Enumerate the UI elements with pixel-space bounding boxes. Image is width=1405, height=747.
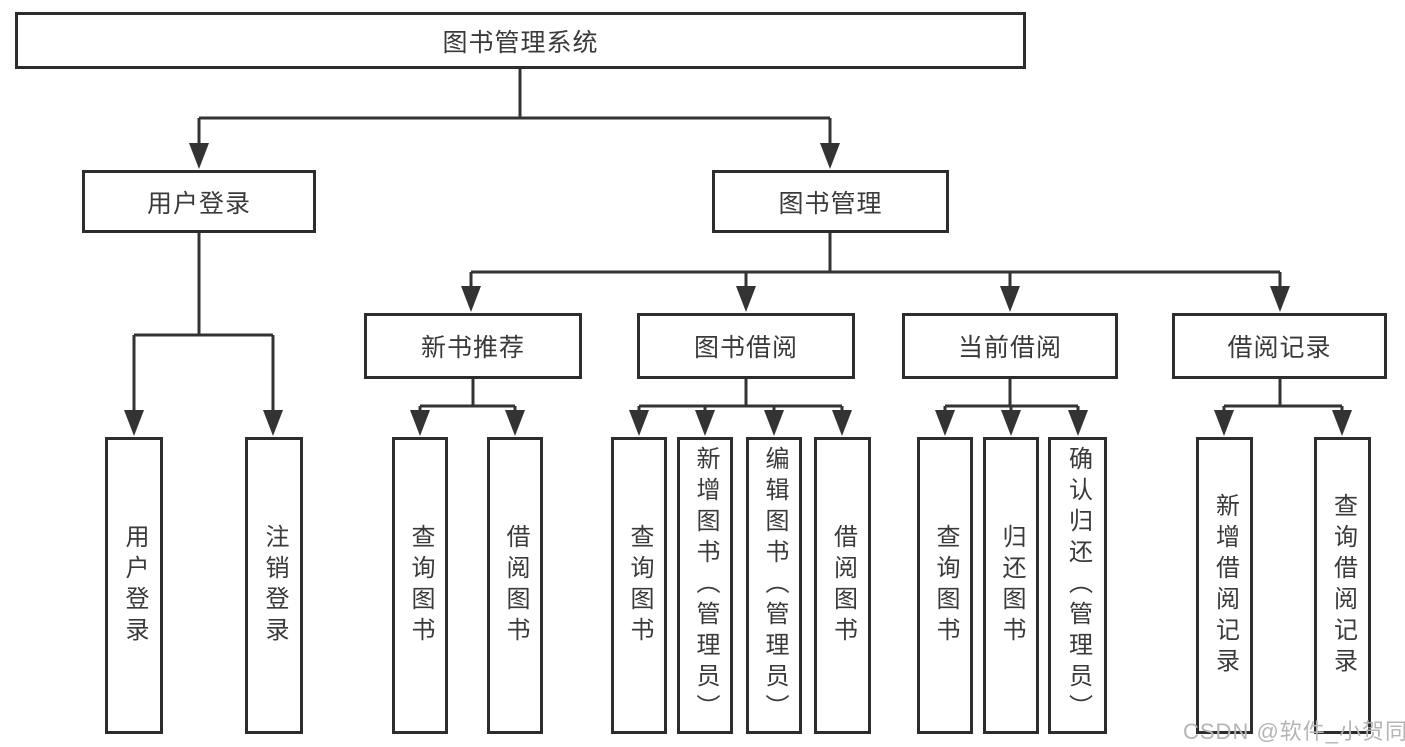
watermark: CSDN @软件_小贺同学 — [1183, 719, 1405, 744]
leaf-user-login-label: 用户登录 — [121, 523, 148, 648]
leaf-add-books-admin-label: 新增图书（管理员） — [692, 446, 719, 725]
leaf-query-borrow-record-label: 查询借阅记录 — [1329, 492, 1357, 679]
node-book-management: 图书管理 — [712, 170, 949, 233]
leaf-borrow-books-label: 借阅图书 — [829, 523, 857, 648]
node-book-borrow: 图书借阅 — [637, 313, 855, 379]
node-current-borrow: 当前借阅 — [902, 313, 1118, 379]
leaf-add-books-admin: 新增图书（管理员） — [677, 437, 733, 734]
node-new-book-recommend: 新书推荐 — [364, 313, 582, 379]
leaf-confirm-return-admin: 确认归还（管理员） — [1048, 437, 1107, 734]
leaf-add-borrow-record-label: 新增借阅记录 — [1211, 492, 1239, 679]
leaf-logout-label: 注销登录 — [261, 523, 288, 648]
leaf-query-books-recommend-label: 查询图书 — [407, 523, 434, 648]
leaf-query-books-current: 查询图书 — [917, 437, 973, 734]
leaf-borrow-books: 借阅图书 — [814, 437, 871, 734]
arrowheads — [124, 143, 1352, 436]
leaf-borrow-books-recommend-label: 借阅图书 — [502, 523, 529, 648]
leaf-return-books-label: 归还图书 — [998, 523, 1025, 648]
leaf-user-login: 用户登录 — [105, 437, 163, 734]
leaf-edit-books-admin-label: 编辑图书（管理员） — [761, 446, 788, 725]
node-user-login: 用户登录 — [82, 170, 316, 233]
leaf-query-books-recommend: 查询图书 — [392, 437, 448, 734]
node-borrow-records: 借阅记录 — [1172, 313, 1387, 379]
leaf-query-books-current-label: 查询图书 — [932, 523, 959, 648]
leaf-confirm-return-admin-label: 确认归还（管理员） — [1064, 446, 1092, 725]
leaf-query-borrow-record: 查询借阅记录 — [1314, 437, 1371, 734]
leaf-query-books-borrow: 查询图书 — [611, 437, 667, 734]
leaf-borrow-books-recommend: 借阅图书 — [487, 437, 543, 734]
leaf-edit-books-admin: 编辑图书（管理员） — [746, 437, 802, 734]
node-library-system: 图书管理系统 — [15, 12, 1026, 69]
leaf-query-books-borrow-label: 查询图书 — [626, 523, 653, 648]
leaf-add-borrow-record: 新增借阅记录 — [1196, 437, 1253, 734]
leaf-return-books: 归还图书 — [983, 437, 1039, 734]
leaf-logout: 注销登录 — [245, 437, 303, 734]
